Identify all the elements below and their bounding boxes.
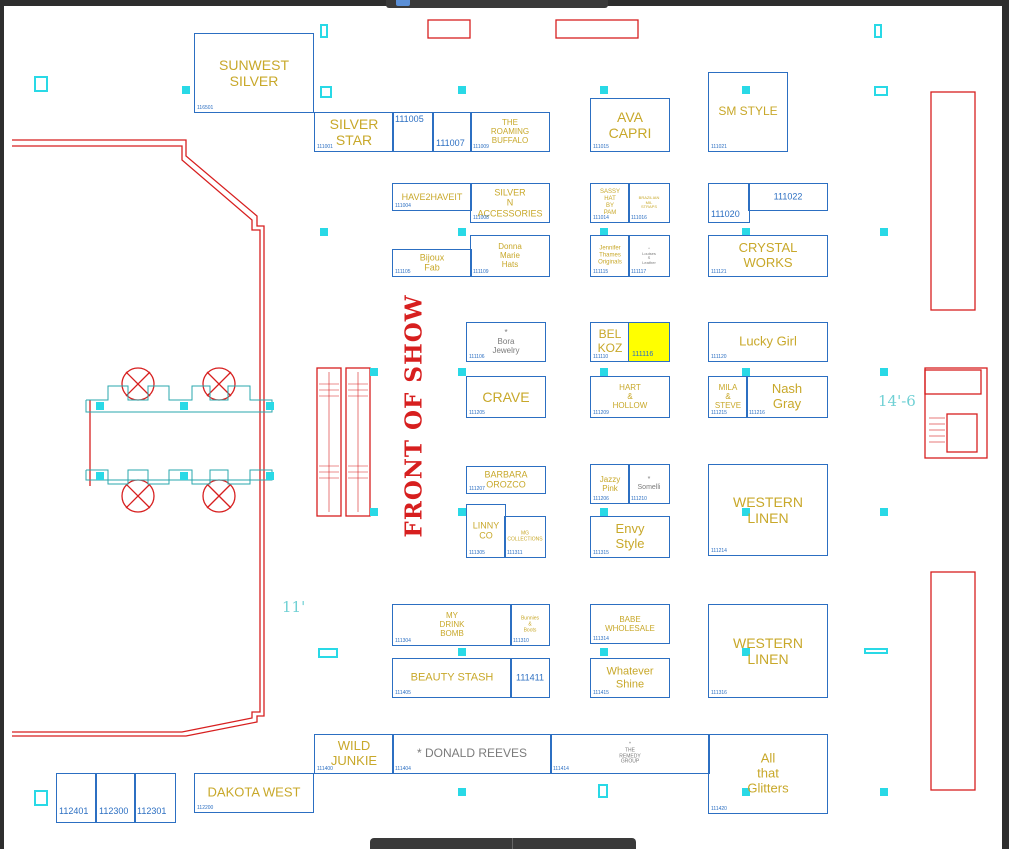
height-measurement: 14'-6 xyxy=(878,392,916,410)
booth-111020[interactable]: 111020 xyxy=(708,183,750,223)
navigation-divider xyxy=(512,838,513,849)
booth-111411[interactable]: 111411 xyxy=(510,658,550,698)
booth-112401[interactable]: 112401 xyxy=(56,773,96,823)
booth-111005[interactable]: 111005 xyxy=(392,112,434,152)
booth-111007[interactable]: 111007 xyxy=(432,112,472,152)
walls-drawing xyxy=(12,19,988,791)
booth-111022[interactable]: 111022 xyxy=(748,183,828,211)
app-icon xyxy=(396,0,410,6)
page-navigation-bar[interactable] xyxy=(370,838,636,849)
width-measurement: 11' xyxy=(282,598,306,616)
booth-112301[interactable]: 112301 xyxy=(134,773,176,823)
front-of-show-label: FRONT OF SHOW xyxy=(400,294,428,538)
booth-112300[interactable]: 112300 xyxy=(96,773,136,823)
viewer-toolbar[interactable] xyxy=(386,0,608,8)
booth-111116[interactable]: 111116 xyxy=(628,322,670,362)
